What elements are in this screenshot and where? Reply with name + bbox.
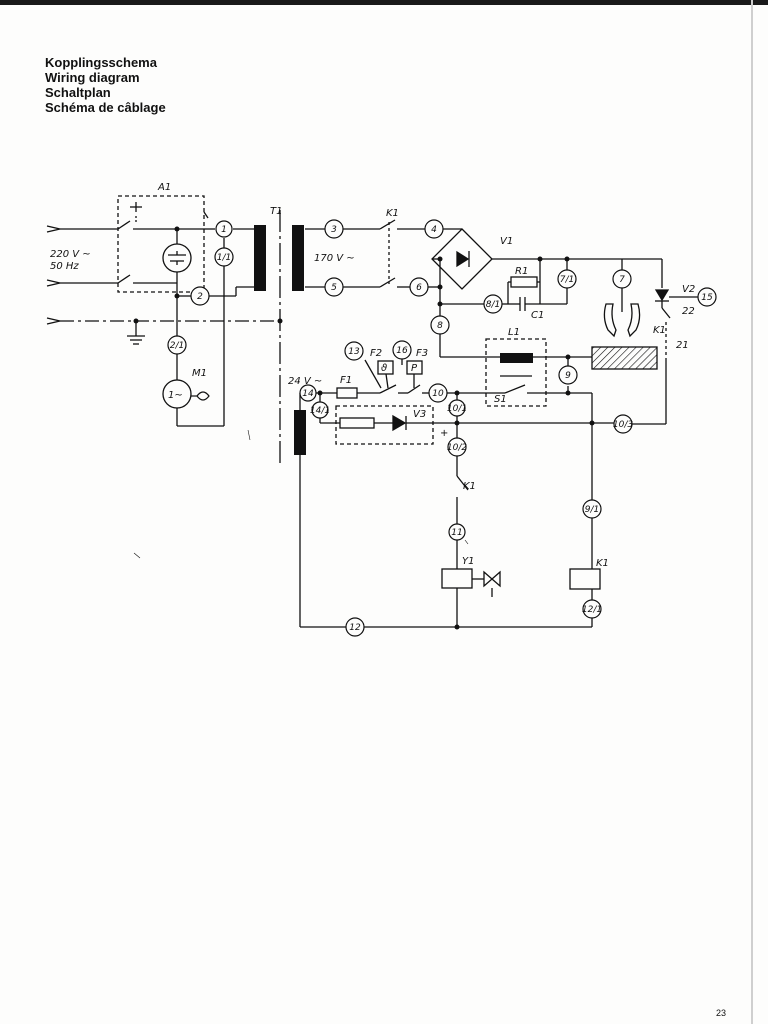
terminal-12-1: 12/1 xyxy=(582,605,602,615)
terminal-16: 16 xyxy=(396,346,408,356)
label-t1: T1 xyxy=(270,206,282,217)
label-f3-symbol: P xyxy=(411,363,418,374)
label-s1: S1 xyxy=(494,394,507,405)
terminal-1-1: 1/1 xyxy=(217,253,231,263)
terminal-7: 7 xyxy=(619,275,625,285)
label-v1: V1 xyxy=(500,236,513,247)
components xyxy=(162,225,658,590)
title-swedish: Kopplingsschema xyxy=(45,55,157,70)
resistor-r1 xyxy=(510,276,538,288)
terminal-circles xyxy=(167,219,717,637)
terminal-7-1: 7/1 xyxy=(560,275,574,285)
transformer-t1-primary xyxy=(254,225,266,291)
terminal-12: 12 xyxy=(349,623,361,633)
terminal-8-1: 8/1 xyxy=(486,300,500,310)
label-secondary-voltage: 170 V ~ xyxy=(314,253,355,264)
inductor-l1 xyxy=(500,353,533,363)
terminal-2: 2 xyxy=(197,292,203,302)
label-supply-voltage: 220 V ~ xyxy=(50,249,91,260)
page-number: 23 xyxy=(716,1008,727,1018)
label-contact-22: 22 xyxy=(682,306,695,317)
terminal-11: 11 xyxy=(451,528,462,538)
label-c1: C1 xyxy=(531,310,544,321)
terminal-10: 10 xyxy=(432,389,444,399)
label-f1: F1 xyxy=(340,375,352,386)
terminal-3: 3 xyxy=(331,225,337,235)
label-k1-mid: K1 xyxy=(463,481,476,492)
label-k1-top: K1 xyxy=(386,208,399,219)
label-r1: R1 xyxy=(515,266,528,277)
fuse-f1 xyxy=(336,387,358,399)
relay-k1-coil xyxy=(569,568,601,590)
terminal-10-2: 10/2 xyxy=(447,443,467,453)
terminal-15: 15 xyxy=(701,293,713,303)
terminal-labels: 1 1/1 2 2/1 3 4 5 6 7 7/1 8/1 8 15 9 10 … xyxy=(170,225,713,633)
label-k1-coil: K1 xyxy=(596,558,609,569)
page-top-border xyxy=(0,0,768,5)
label-a1: A1 xyxy=(157,182,171,193)
label-supply-frequency: 50 Hz xyxy=(50,261,79,272)
transformer-t1-secondary xyxy=(292,225,304,291)
label-control-voltage: 24 V ~ xyxy=(288,376,322,387)
solenoid-y1-coil xyxy=(441,568,473,589)
terminal-13: 13 xyxy=(348,347,360,357)
label-f2-symbol: ϑ xyxy=(381,363,387,374)
terminal-9: 9 xyxy=(565,371,571,381)
label-f3: F3 xyxy=(416,348,428,359)
thermostat-f2-box xyxy=(377,360,394,375)
terminal-14: 14 xyxy=(302,389,314,399)
plus-sign: + xyxy=(440,428,448,439)
terminal-4: 4 xyxy=(431,225,437,235)
label-v3: V3 xyxy=(413,409,426,420)
title-block: Kopplingsschema Wiring diagram Schaltpla… xyxy=(45,55,166,115)
terminal-10-3: 10/3 xyxy=(613,420,633,430)
terminal-14-1: 14/1 xyxy=(310,406,330,416)
resistor-v3 xyxy=(339,417,375,429)
terminal-10-1: 10/1 xyxy=(447,404,467,414)
page-right-edge xyxy=(751,0,753,1024)
label-f2: F2 xyxy=(370,348,382,359)
transformer-24v-winding xyxy=(294,410,306,455)
label-v2: V2 xyxy=(682,284,695,295)
component-labels: A1 T1 K1 V1 R1 C1 V2 K1 22 21 L1 S1 F1 F… xyxy=(50,182,695,569)
pressure-switch-f3-box xyxy=(406,360,423,375)
lamp-symbol xyxy=(162,243,192,273)
title-german: Schaltplan xyxy=(45,85,111,100)
label-m1: M1 xyxy=(192,368,207,379)
terminal-5: 5 xyxy=(331,283,337,293)
title-french: Schéma de câblage xyxy=(45,100,166,115)
wires xyxy=(46,195,698,628)
terminal-2-1: 2/1 xyxy=(170,341,184,351)
label-motor-phase: 1~ xyxy=(168,390,183,401)
terminal-1: 1 xyxy=(221,225,227,235)
label-k1-right: K1 xyxy=(653,325,666,336)
label-contact-21: 21 xyxy=(676,340,689,351)
motor-m1 xyxy=(162,379,192,409)
terminal-6: 6 xyxy=(416,283,422,293)
fan-icon xyxy=(196,391,210,401)
title-english: Wiring diagram xyxy=(45,70,140,85)
terminal-9-1: 9/1 xyxy=(585,505,599,515)
label-l1: L1 xyxy=(508,327,520,338)
heater-element xyxy=(591,346,658,370)
label-y1: Y1 xyxy=(462,556,474,567)
terminal-8: 8 xyxy=(437,321,443,331)
